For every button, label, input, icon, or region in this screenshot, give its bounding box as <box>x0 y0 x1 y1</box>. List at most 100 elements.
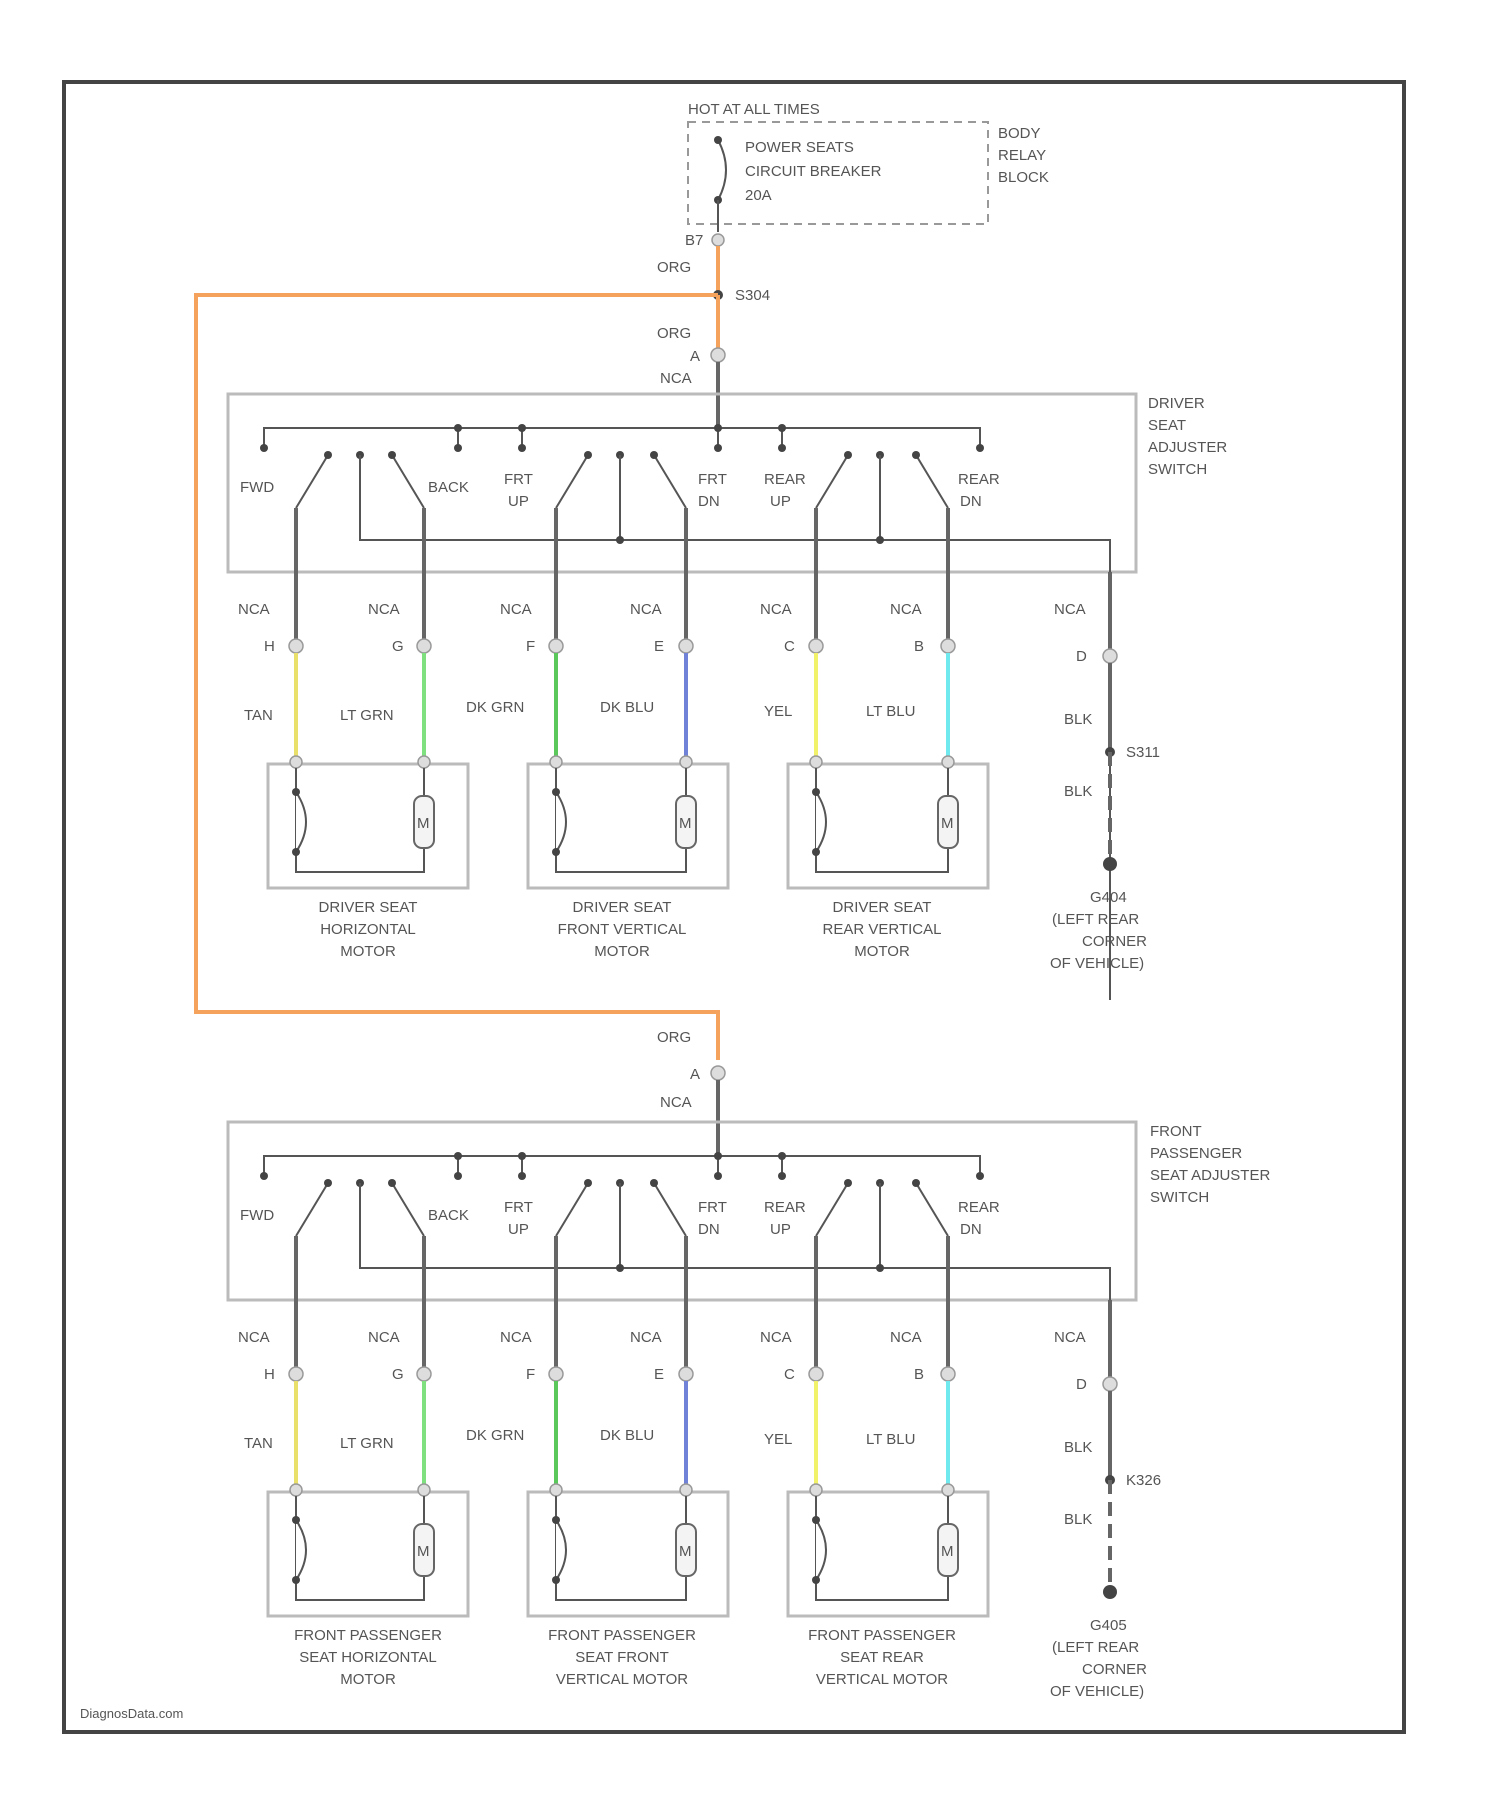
passenger-wire-f-color: DK GRN <box>466 1427 524 1444</box>
driver-switch-title-4: SWITCH <box>1148 461 1207 478</box>
passenger-motor-3-label-2: SEAT REAR <box>840 1649 924 1666</box>
org-wire-label-1: ORG <box>657 259 691 276</box>
passenger-label-frt-dn-1: FRT <box>698 1199 727 1216</box>
passenger-in-nca-label: NCA <box>660 1094 692 1111</box>
passenger-wire-b-color: LT BLU <box>866 1431 915 1448</box>
driver-motor-2-label-2: FRONT VERTICAL <box>558 921 687 938</box>
driver-wire-g-nca: NCA <box>368 601 400 618</box>
driver-wire-h-pin: H <box>264 638 275 655</box>
pin-b7-label: B7 <box>685 232 703 249</box>
passenger-ground-point <box>1103 1585 1117 1599</box>
passenger-ground-pin: D <box>1076 1376 1087 1393</box>
driver-label-rear-dn-1: REAR <box>958 471 1000 488</box>
driver-wire-f-nca: NCA <box>500 601 532 618</box>
passenger-switch-bus <box>264 1156 980 1176</box>
passenger-label-fwd: FWD <box>240 1207 274 1224</box>
driver-wire-b-color: LT BLU <box>866 703 915 720</box>
passenger-ground-color-2: BLK <box>1064 1511 1092 1528</box>
passenger-wire-e-pin: E <box>654 1366 664 1383</box>
passenger-motor-2-label-1: FRONT PASSENGER <box>548 1627 696 1644</box>
passenger-label-rear-up-1: REAR <box>764 1199 806 1216</box>
driver-label-rear-up-2: UP <box>770 493 791 510</box>
passenger-section: A NCA FRONT PASSENGER SEAT ADJUSTER SWIT… <box>228 1066 1270 1700</box>
passenger-switch-title-2: PASSENGER <box>1150 1145 1242 1162</box>
watermark: DiagnosData.com <box>80 1706 183 1721</box>
driver-wire-c-nca: NCA <box>760 601 792 618</box>
passenger-label-rear-dn-2: DN <box>960 1221 982 1238</box>
driver-wire-b-pin: B <box>914 638 924 655</box>
driver-output-wires <box>289 508 1117 663</box>
driver-motor-3-label-2: REAR VERTICAL <box>823 921 942 938</box>
passenger-output-wires <box>289 1236 1117 1391</box>
passenger-ground-label-1: G405 <box>1090 1617 1127 1634</box>
passenger-motor-1-label-1: FRONT PASSENGER <box>294 1627 442 1644</box>
driver-label-rear-dn-2: DN <box>960 493 982 510</box>
motor-symbol: M <box>941 1543 954 1560</box>
driver-motor-3-label-3: MOTOR <box>854 943 910 960</box>
passenger-wire-g-pin: G <box>392 1366 404 1383</box>
driver-switch-title-2: SEAT <box>1148 417 1186 434</box>
passenger-wire-g-color: LT GRN <box>340 1435 394 1452</box>
driver-ground-nca: NCA <box>1054 601 1086 618</box>
driver-switch-title-3: ADJUSTER <box>1148 439 1227 456</box>
driver-wire-h-color: TAN <box>244 707 273 724</box>
passenger-ground-color-1: BLK <box>1064 1439 1092 1456</box>
diagram-frame <box>64 82 1404 1732</box>
passenger-label-back: BACK <box>428 1207 469 1224</box>
passenger-motor-2-label-3: VERTICAL MOTOR <box>556 1671 688 1688</box>
passenger-horizontal-motor: M <box>268 1484 468 1616</box>
breaker-label-line-3: 20A <box>745 187 772 204</box>
passenger-wire-b-nca: NCA <box>890 1329 922 1346</box>
driver-wire-g-pin: G <box>392 638 404 655</box>
driver-section: A NCA DRIVER SEAT ADJUSTER SWITCH <box>228 348 1227 1000</box>
org-wire-label-2: ORG <box>657 325 691 342</box>
motor-symbol: M <box>679 815 692 832</box>
driver-motor-1-label-1: DRIVER SEAT <box>319 899 418 916</box>
driver-ground-label-1: G404 <box>1090 889 1127 906</box>
driver-wire-e-color: DK BLU <box>600 699 654 716</box>
driver-label-fwd: FWD <box>240 479 274 496</box>
driver-wire-e-nca: NCA <box>630 601 662 618</box>
driver-motor-1-label-2: HORIZONTAL <box>320 921 416 938</box>
driver-switch-bus <box>264 428 980 448</box>
passenger-seat-adjuster-switch-box <box>228 1122 1136 1300</box>
driver-wire-f-color: DK GRN <box>466 699 524 716</box>
breaker-label-line-1: POWER SEATS <box>745 139 854 156</box>
passenger-label-frt-up-1: FRT <box>504 1199 533 1216</box>
passenger-wire-c-color: YEL <box>764 1431 792 1448</box>
breaker-terminal-top <box>714 136 722 144</box>
relay-block-label-line-1: BODY <box>998 125 1041 142</box>
driver-horizontal-motor: M <box>268 756 468 888</box>
passenger-wire-g-nca: NCA <box>368 1329 400 1346</box>
driver-seat-adjuster-switch-box <box>228 394 1136 572</box>
passenger-ground-label-3: CORNER <box>1082 1661 1147 1678</box>
passenger-motor-1-label-3: MOTOR <box>340 1671 396 1688</box>
passenger-label-rear-up-2: UP <box>770 1221 791 1238</box>
driver-label-rear-up-1: REAR <box>764 471 806 488</box>
driver-ground-splice: S311 <box>1126 744 1160 761</box>
driver-motor-2-label-3: MOTOR <box>594 943 650 960</box>
breaker-label-line-2: CIRCUIT BREAKER <box>745 163 882 180</box>
driver-wire-h-nca: NCA <box>238 601 270 618</box>
passenger-wire-h-color: TAN <box>244 1435 273 1452</box>
passenger-label-rear-dn-1: REAR <box>958 1199 1000 1216</box>
driver-ground-label-3: CORNER <box>1082 933 1147 950</box>
driver-ground-color-1: BLK <box>1064 711 1092 728</box>
driver-ground-pin: D <box>1076 648 1087 665</box>
passenger-switch-title-1: FRONT <box>1150 1123 1202 1140</box>
passenger-label-frt-dn-2: DN <box>698 1221 720 1238</box>
driver-pin-a-label: A <box>690 348 700 365</box>
driver-ground-label-2: (LEFT REAR <box>1052 911 1139 928</box>
driver-ground-point <box>1103 857 1117 871</box>
passenger-wire-h-nca: NCA <box>238 1329 270 1346</box>
passenger-wire-f-nca: NCA <box>500 1329 532 1346</box>
passenger-wire-h-pin: H <box>264 1366 275 1383</box>
splice-s304-label: S304 <box>735 287 770 304</box>
driver-wire-b-nca: NCA <box>890 601 922 618</box>
driver-wire-f-pin: F <box>526 638 535 655</box>
passenger-motor-3-label-1: FRONT PASSENGER <box>808 1627 956 1644</box>
driver-wire-c-pin: C <box>784 638 795 655</box>
passenger-wire-c-pin: C <box>784 1366 795 1383</box>
driver-rear-vertical-motor: M <box>788 756 988 888</box>
